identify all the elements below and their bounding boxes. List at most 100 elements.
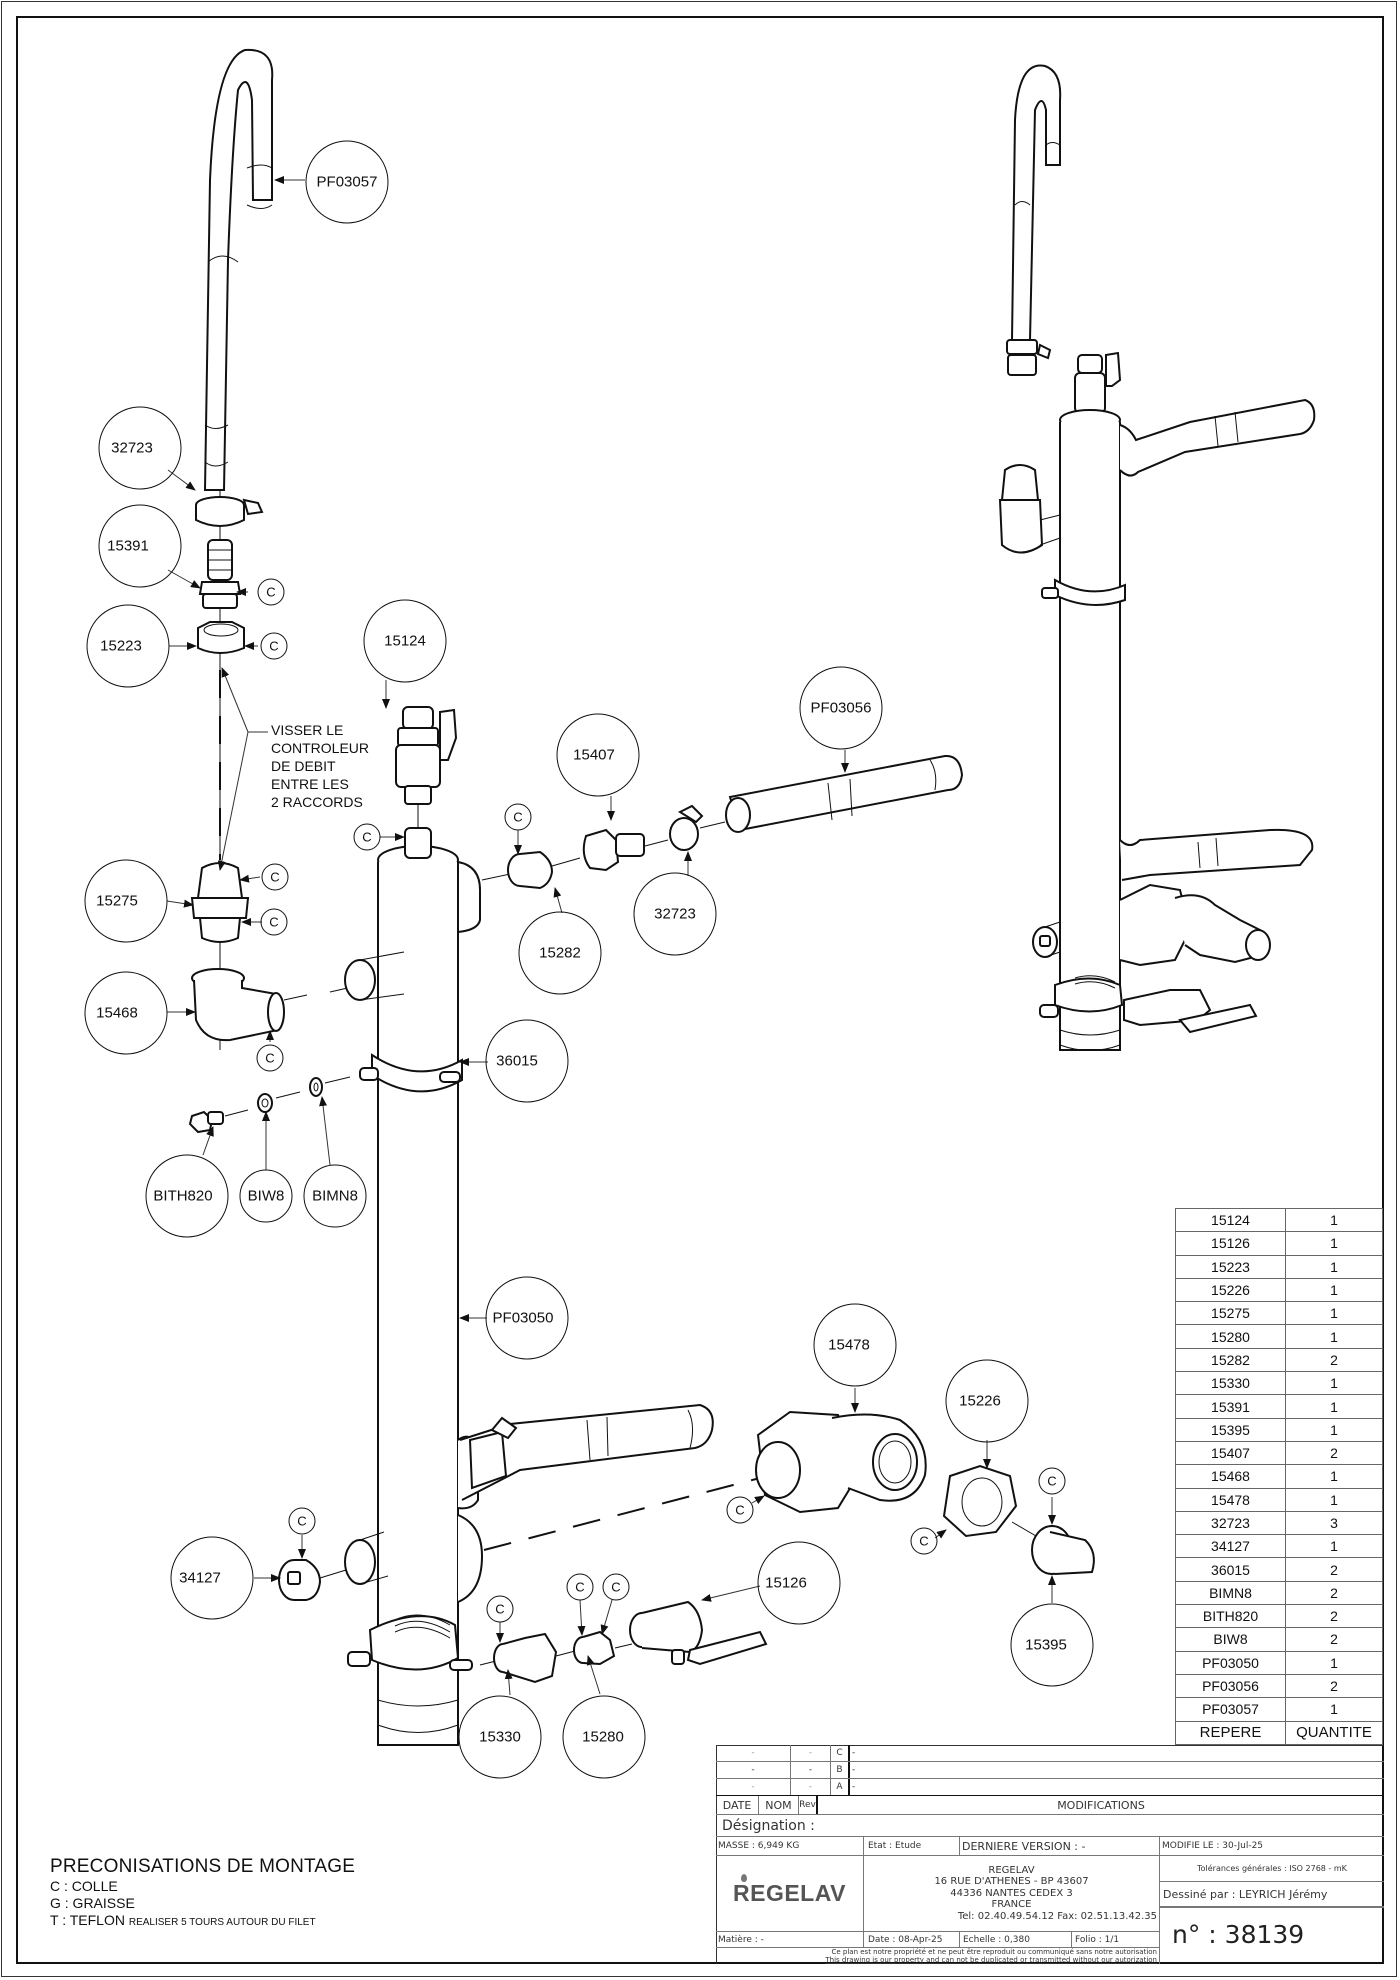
water-drop-icon bbox=[741, 1874, 747, 1882]
svg-text:C: C bbox=[362, 830, 371, 845]
scale-value: Echelle : 0,380 bbox=[959, 1932, 1071, 1947]
title-block-border bbox=[716, 1745, 1384, 1964]
bom-qty: 1 bbox=[1285, 1464, 1383, 1489]
bom-qty: 1 bbox=[1285, 1371, 1383, 1396]
pipe-clamp-36015 bbox=[359, 1053, 463, 1093]
svg-text:C: C bbox=[297, 1514, 306, 1529]
svg-text:15280: 15280 bbox=[582, 1729, 624, 1746]
flow-controller-15275 bbox=[190, 862, 250, 943]
bom-qty: 1 bbox=[1285, 1301, 1383, 1326]
rev-header-rev: Rev bbox=[798, 1796, 816, 1814]
assembly-note: VISSER LE CONTROLEUR DE DEBIT ENTRE LES … bbox=[271, 722, 369, 810]
callout-pf03056: PF03056 bbox=[799, 666, 883, 750]
glue-marker: C bbox=[566, 1573, 594, 1601]
rev-date: - bbox=[751, 1782, 755, 1792]
glue-marker: C bbox=[602, 1573, 630, 1601]
disclaimer-row: Ce plan est notre propriété et ne peut ê… bbox=[716, 1947, 1159, 1964]
svg-text:15126: 15126 bbox=[765, 1575, 807, 1592]
svg-text:C: C bbox=[513, 810, 522, 825]
callout-36015: 36015 bbox=[485, 1019, 569, 1103]
bom-qty: 2 bbox=[1285, 1347, 1383, 1373]
lower-hose-assembly bbox=[459, 1403, 714, 1501]
callout-pf03050: PF03050 bbox=[485, 1276, 569, 1360]
callout-15395: 15395 bbox=[1010, 1603, 1094, 1687]
callout-15391: 15391 bbox=[98, 504, 182, 588]
bom-ref: 15275 bbox=[1175, 1301, 1286, 1326]
hose-clamp-32723-top bbox=[195, 496, 264, 527]
svg-text:C: C bbox=[269, 639, 278, 654]
revision-row: - - A - bbox=[716, 1778, 1384, 1795]
callout-32723-mid: 32723 bbox=[633, 872, 717, 956]
bom-qty: 1 bbox=[1285, 1534, 1383, 1559]
svg-text:PF03057: PF03057 bbox=[317, 174, 378, 191]
material-value: Matière : - bbox=[718, 1934, 764, 1945]
ball-valve-15124 bbox=[395, 706, 458, 805]
nipple-15280 bbox=[573, 1630, 616, 1666]
bom-qty: 1 bbox=[1285, 1254, 1383, 1279]
drawing-number: n° : 38139 bbox=[1159, 1905, 1384, 1964]
rev-date: - bbox=[751, 1748, 755, 1758]
bom-ref: 15468 bbox=[1175, 1464, 1286, 1489]
svg-text:BITH820: BITH820 bbox=[153, 1188, 212, 1205]
svg-text:34127: 34127 bbox=[179, 1570, 221, 1587]
bom-qty: 1 bbox=[1285, 1487, 1383, 1512]
elbow-15468 bbox=[191, 968, 285, 1042]
modified-date-value: MODIFIE LE : 30-Jul-25 bbox=[1159, 1837, 1384, 1855]
bom-ref: 15282 bbox=[1175, 1347, 1286, 1373]
bom-qty: 1 bbox=[1285, 1324, 1383, 1349]
svg-text:32723: 32723 bbox=[111, 440, 153, 457]
company-row: REGELAV REGELAV 16 RUE D'ATHENES - BP 43… bbox=[716, 1855, 1384, 1931]
svg-text:15478: 15478 bbox=[828, 1337, 870, 1354]
hex-nut-15223 bbox=[197, 621, 245, 654]
callout-15226: 15226 bbox=[945, 1359, 1029, 1443]
glue-marker: C bbox=[256, 1044, 284, 1072]
callout-15126: 15126 bbox=[757, 1541, 841, 1625]
glue-marker: C bbox=[260, 908, 288, 936]
ball-valve-15126 bbox=[629, 1600, 768, 1666]
svg-text:15226: 15226 bbox=[959, 1393, 1001, 1410]
glue-markers: C C C C C C C C C C C C C C bbox=[256, 578, 1066, 1623]
bom-qty: 2 bbox=[1285, 1440, 1383, 1466]
hose-barb-15395 bbox=[1031, 1525, 1095, 1575]
revision-row: - - B - bbox=[716, 1761, 1384, 1778]
svg-text:C: C bbox=[919, 1534, 928, 1549]
svg-text:15223: 15223 bbox=[100, 638, 142, 655]
notes-title: PRECONISATIONS DE MONTAGE bbox=[50, 1856, 356, 1877]
bom-ref: 15124 bbox=[1175, 1207, 1286, 1233]
glue-marker: C bbox=[726, 1496, 754, 1524]
svg-text:BIMN8: BIMN8 bbox=[312, 1188, 358, 1205]
bom-ref: BIW8 bbox=[1175, 1627, 1286, 1652]
svg-text:DE DEBIT: DE DEBIT bbox=[271, 758, 336, 774]
bom-ref: 32723 bbox=[1175, 1510, 1286, 1536]
callout-15275: 15275 bbox=[84, 859, 168, 943]
svg-text:C: C bbox=[269, 915, 278, 930]
main-body-pf03050 bbox=[344, 827, 484, 1746]
folio-value: Folio : 1/1 bbox=[1071, 1932, 1159, 1947]
svg-text:C: C bbox=[495, 1602, 504, 1617]
svg-text:15395: 15395 bbox=[1025, 1637, 1067, 1654]
glue-marker: C bbox=[486, 1595, 514, 1623]
svg-text:36015: 36015 bbox=[496, 1053, 538, 1070]
rev-letter: A bbox=[830, 1779, 848, 1795]
bom-header-qty: QUANTITE bbox=[1285, 1720, 1383, 1745]
svg-text:32723: 32723 bbox=[654, 906, 696, 923]
callout-15478: 15478 bbox=[813, 1303, 897, 1387]
assembled-view bbox=[998, 64, 1316, 1051]
svg-text:C: C bbox=[265, 1051, 274, 1066]
rev-modification: - bbox=[848, 1762, 1384, 1778]
hose-tail-15407 bbox=[582, 828, 645, 872]
mass-value: MASSE : 6,949 KG bbox=[718, 1841, 800, 1851]
